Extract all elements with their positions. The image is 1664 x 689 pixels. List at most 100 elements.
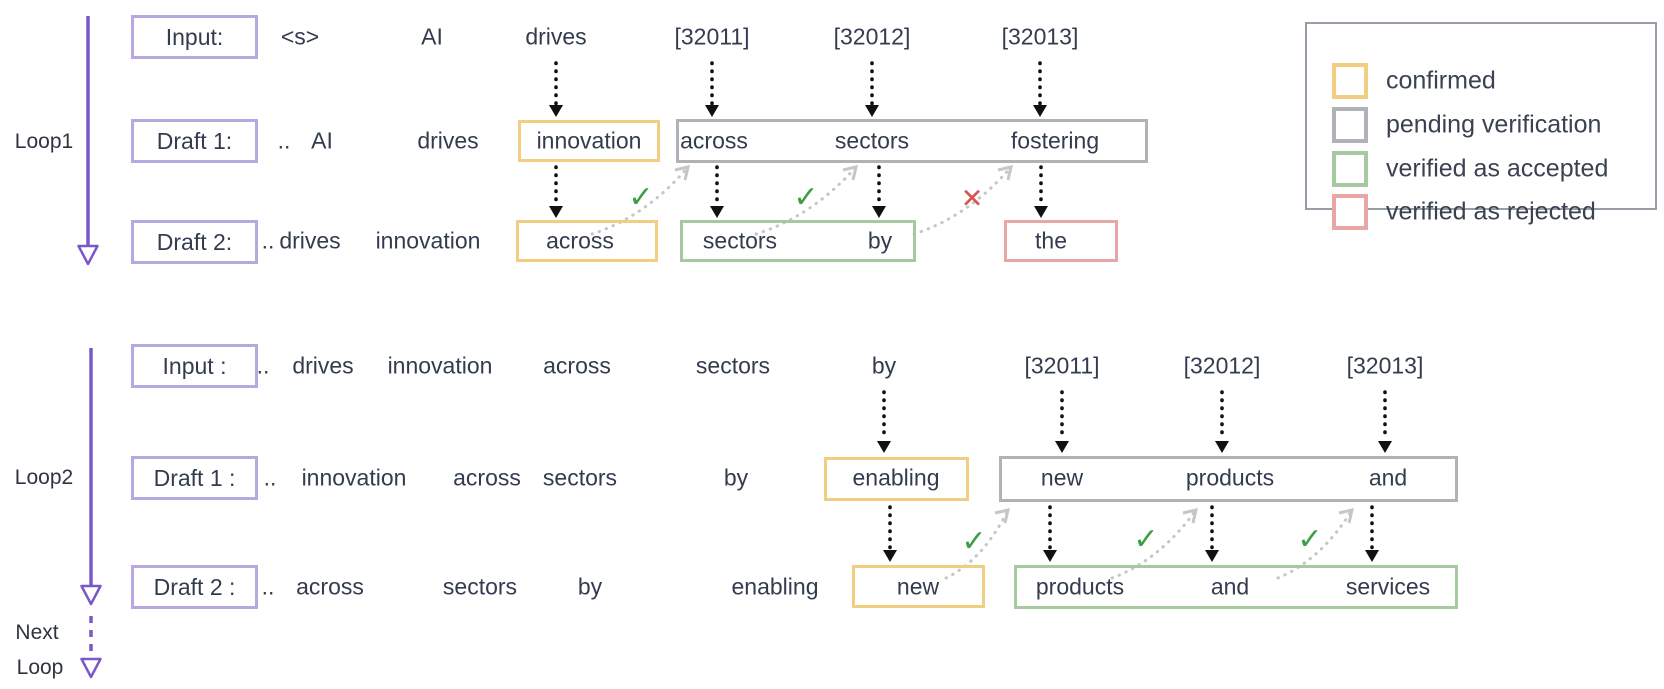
token: AI xyxy=(311,127,333,154)
token: drives xyxy=(292,352,354,379)
token: sectors xyxy=(834,127,910,154)
check-icon: ✓ xyxy=(628,181,654,214)
token: by xyxy=(871,352,897,379)
token: across xyxy=(680,127,748,154)
loop-label: Loop1 xyxy=(14,130,74,153)
token: drives xyxy=(417,127,479,154)
token: new xyxy=(896,573,940,600)
arrowhead-down-icon xyxy=(1043,550,1057,562)
token: sectors xyxy=(702,227,778,254)
token: products xyxy=(1185,464,1275,491)
token-box-confirmed xyxy=(518,120,660,162)
legend-label-pending: pending verification xyxy=(1386,110,1602,139)
check-icon: ✓ xyxy=(793,181,819,214)
token: AI xyxy=(421,23,443,50)
cross-icon: ✕ xyxy=(960,183,984,214)
verify-arrowhead-icon xyxy=(674,164,691,181)
token: [32012] xyxy=(833,23,911,50)
token: and xyxy=(1368,464,1408,491)
next-loop-label-line1: Next xyxy=(15,621,59,644)
token-box-confirmed xyxy=(824,457,969,501)
verify-arrow xyxy=(590,165,690,236)
token: across xyxy=(296,573,364,600)
token: across xyxy=(453,464,521,491)
legend: confirmed pending verification verified as… xyxy=(1305,22,1657,230)
legend-label-confirmed: confirmed xyxy=(1386,66,1496,95)
arrowhead-down-icon xyxy=(1215,441,1229,453)
verify-arrowhead-icon xyxy=(994,507,1011,524)
token: drives xyxy=(279,227,341,254)
legend-swatch-rejected xyxy=(1332,194,1368,230)
token: new xyxy=(1040,464,1084,491)
arrowhead-down-icon xyxy=(705,105,719,117)
verify-arrowhead-icon xyxy=(997,164,1014,181)
next-loop-label-line2: Loop xyxy=(16,656,64,679)
token: sectors xyxy=(542,464,618,491)
verify-arrow xyxy=(912,165,1013,236)
verify-arrowhead-icon xyxy=(1182,507,1199,524)
row-label: Draft 1 : xyxy=(131,456,258,500)
token-box-rejected xyxy=(1004,220,1118,262)
token: innovation xyxy=(375,227,481,254)
row-label: Draft 2: xyxy=(131,220,258,264)
legend-label-rejected: verified as rejected xyxy=(1386,197,1596,226)
token: products xyxy=(1035,573,1125,600)
token: enabling xyxy=(852,464,940,491)
legend-swatch-accepted xyxy=(1332,151,1368,187)
verify-arrow xyxy=(1276,508,1354,580)
arrowhead-down-icon xyxy=(710,206,724,218)
token-box-pending xyxy=(676,119,1148,163)
verify-arrow xyxy=(944,508,1010,580)
token: .. xyxy=(261,573,275,600)
loop-arrowhead-icon xyxy=(80,584,102,606)
token: .. xyxy=(263,464,277,491)
arrowhead-down-icon xyxy=(549,105,563,117)
arrowhead-down-icon xyxy=(1055,441,1069,453)
row-label: Input : xyxy=(131,344,258,388)
token: [32011] xyxy=(1024,352,1100,379)
token: .. xyxy=(261,227,275,254)
token: [32013] xyxy=(1001,23,1079,50)
loop-arrowhead-icon xyxy=(77,244,99,266)
legend-swatch-confirmed xyxy=(1332,63,1368,99)
arrowhead-down-icon xyxy=(549,206,563,218)
token: by xyxy=(723,464,749,491)
token: by xyxy=(867,227,893,254)
verify-arrowhead-icon xyxy=(842,164,859,181)
arrowhead-down-icon xyxy=(1365,550,1379,562)
token-box-confirmed xyxy=(852,565,985,608)
token-box-pending xyxy=(999,456,1458,502)
arrowhead-down-icon xyxy=(1034,206,1048,218)
token: innovation xyxy=(301,464,407,491)
token: .. xyxy=(277,127,291,154)
verify-arrow xyxy=(1110,508,1198,580)
arrowhead-down-icon xyxy=(865,105,879,117)
token: sectors xyxy=(695,352,771,379)
check-icon: ✓ xyxy=(961,525,987,558)
token: across xyxy=(546,227,614,254)
legend-label-accepted: verified as accepted xyxy=(1386,154,1609,183)
arrowhead-down-icon xyxy=(1205,550,1219,562)
arrowhead-down-icon xyxy=(1378,441,1392,453)
arrowhead-down-icon xyxy=(877,441,891,453)
loop-arrowhead-icon xyxy=(80,657,102,679)
loop-label: Loop2 xyxy=(14,466,74,489)
token: [32011] xyxy=(674,23,750,50)
token: .. xyxy=(256,352,270,379)
row-label: Draft 2 : xyxy=(131,565,258,609)
token: enabling xyxy=(731,573,819,600)
token-box-accepted xyxy=(1014,565,1458,609)
token: the xyxy=(1035,227,1067,254)
token: sectors xyxy=(442,573,518,600)
token: [32013] xyxy=(1346,352,1424,379)
check-icon: ✓ xyxy=(1297,523,1323,556)
arrowhead-down-icon xyxy=(872,206,886,218)
arrowhead-down-icon xyxy=(1033,105,1047,117)
token: <s> xyxy=(280,23,320,50)
row-label: Input: xyxy=(131,15,258,59)
verify-arrow xyxy=(754,165,858,236)
token-box-accepted xyxy=(680,220,916,262)
token: innovation xyxy=(387,352,493,379)
token: across xyxy=(543,352,611,379)
